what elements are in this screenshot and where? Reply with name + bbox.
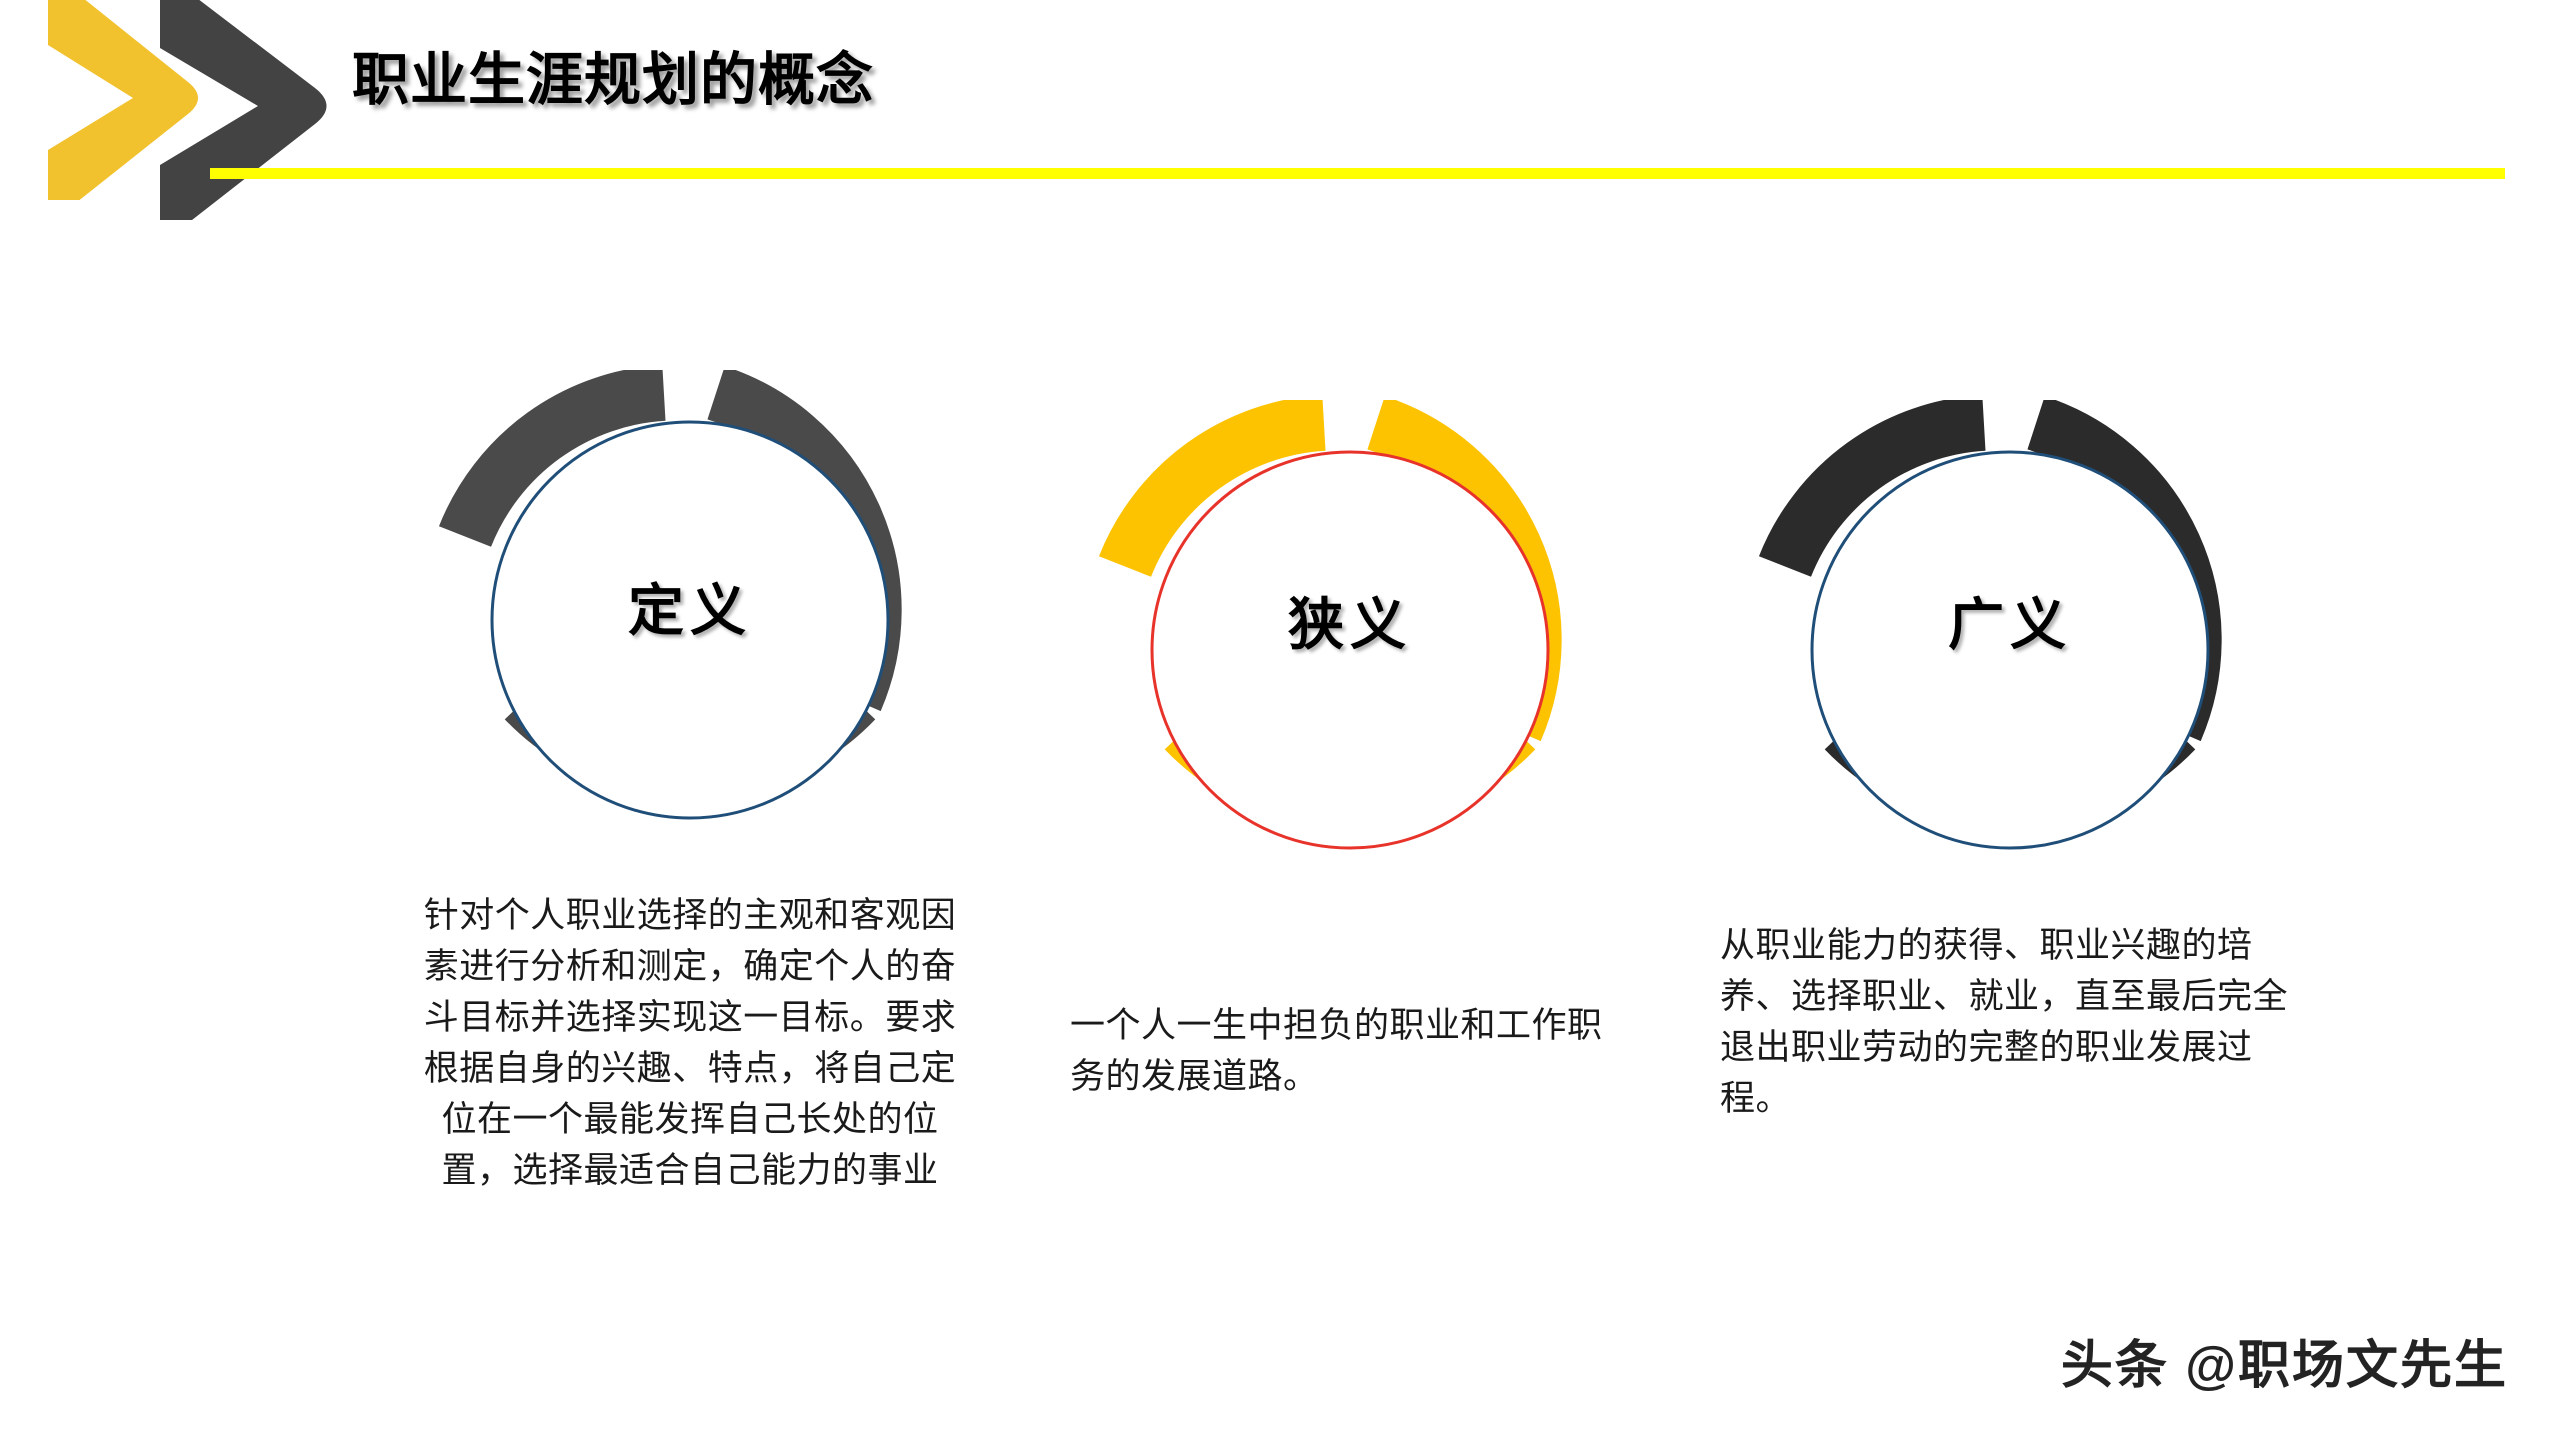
- concept-description-definition: 针对个人职业选择的主观和客观因素进行分析和测定，确定个人的奋斗目标并选择实现这一…: [423, 896, 957, 1191]
- concept-label-broad-sense: 广义: [1948, 593, 2072, 656]
- concept-description-narrow-sense: 一个人一生中担负的职业和工作职务的发展道路。: [1070, 1006, 1603, 1097]
- concept-label-definition: 定义: [628, 579, 752, 642]
- page-title: 职业生涯规划的概念: [352, 48, 874, 112]
- chevron-right-yellow-icon: [48, 0, 198, 200]
- concept-card-broad-sense: 广义 从职业能力的获得、职业兴趣的培养、选择职业、就业，直至最后完全退出职业劳动…: [1700, 400, 2320, 1118]
- segmented-ring-definition-icon: [438, 370, 902, 820]
- chevron-right-dark-icon: [160, 0, 327, 220]
- concept-card-definition: 定义 针对个人职业选择的主观和客观因素进行分析和测定，确定个人的奋斗目标并选择实…: [380, 370, 1000, 1190]
- concept-description-broad-sense: 从职业能力的获得、职业兴趣的培养、选择职业、就业，直至最后完全退出职业劳动的完整…: [1720, 926, 2289, 1119]
- concept-circle-definition: 定义: [380, 370, 1000, 890]
- watermark-label: 头条 @职场文先生: [2060, 1337, 2508, 1395]
- segmented-ring-broad-sense-icon: [1758, 400, 2222, 850]
- concept-circle-narrow-sense: 狭义: [1040, 400, 1660, 920]
- slide-header: 职业生涯规划的概念: [0, 0, 2560, 230]
- concept-label-narrow-sense: 狭义: [1288, 593, 1412, 656]
- concept-circle-broad-sense: 广义: [1700, 400, 2320, 920]
- title-underline-bar: [210, 168, 2505, 179]
- concept-card-narrow-sense: 狭义 一个人一生中担负的职业和工作职务的发展道路。: [1040, 400, 1660, 1096]
- segmented-ring-narrow-sense-icon: [1098, 400, 1562, 850]
